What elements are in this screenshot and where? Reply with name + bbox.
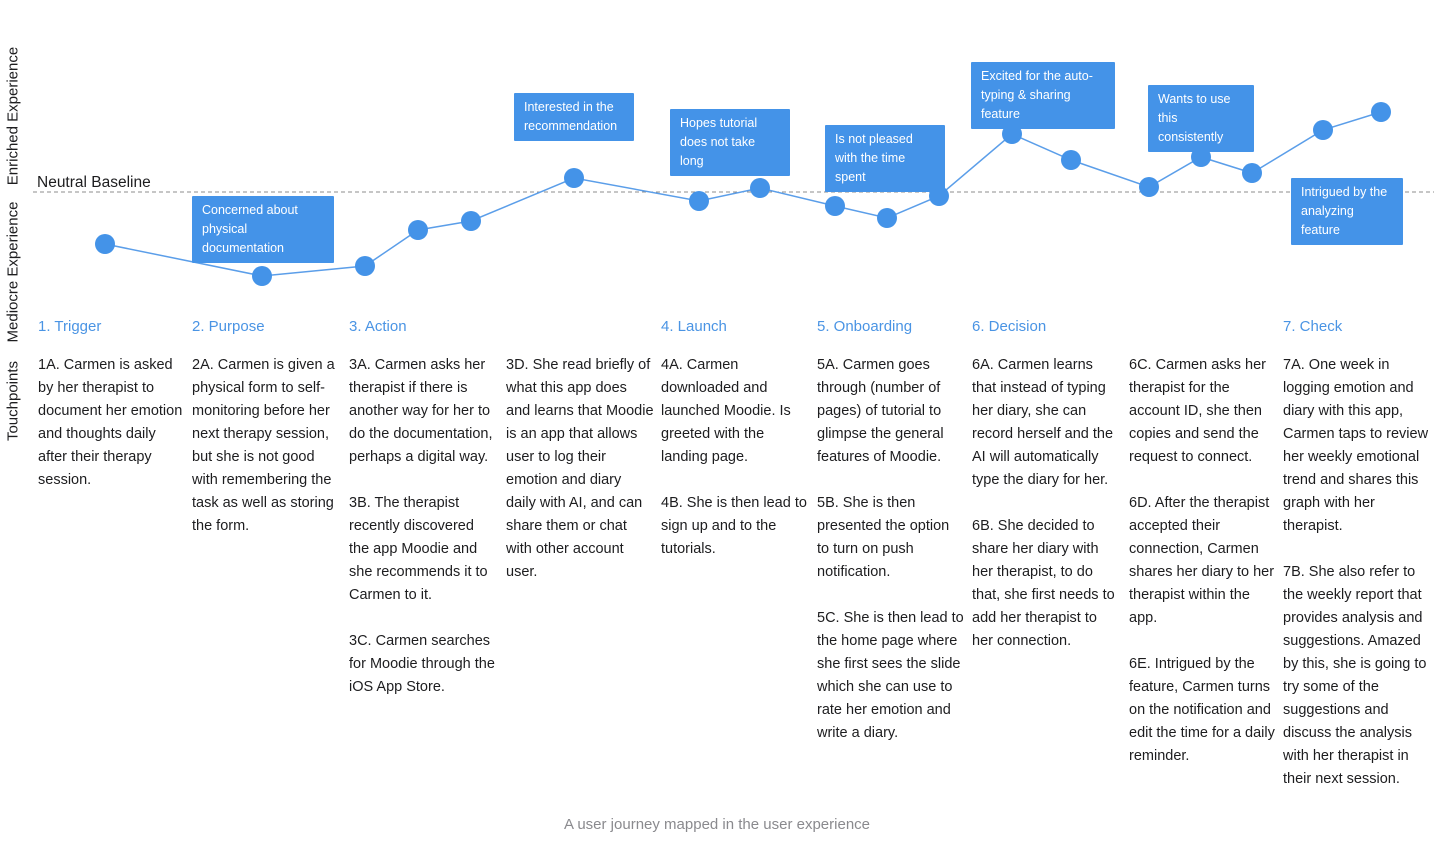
journey-data-point [825, 196, 845, 216]
touchpoint-3a: 3A. Carmen asks her therapist if there i… [349, 357, 493, 465]
callout-wants-consistency: Wants to use this consistently [1148, 85, 1254, 152]
touchpoint-3c: 3C. Carmen searches for Moodie through t… [349, 633, 495, 695]
stage-column-decision: 6. Decision 6A. Carmen learns that inste… [972, 318, 1120, 676]
journey-data-point [689, 191, 709, 211]
stage-column-check: 7. Check 7A. One week in logging emotion… [1283, 318, 1431, 814]
journey-data-point [750, 178, 770, 198]
stage-header-purpose: 2. Purpose [192, 318, 265, 335]
touchpoint-4b: 4B. She is then lead to sign up and to t… [661, 495, 807, 557]
touchpoint-2a: 2A. Carmen is given a physical form to s… [192, 357, 335, 534]
touchpoint-1a: 1A. Carmen is asked by her therapist to … [38, 357, 183, 488]
callout-concerned-documentation: Concerned about physical documentation [192, 196, 334, 263]
journey-data-point [1371, 102, 1391, 122]
figure-caption: A user journey mapped in the user experi… [563, 816, 871, 833]
touchpoint-6d: 6D. After the therapist accepted their c… [1129, 495, 1275, 626]
touchpoint-6a: 6A. Carmen learns that instead of typing… [972, 357, 1114, 488]
stage-column-trigger: 1. Trigger 1A. Carmen is asked by her th… [38, 318, 186, 515]
stage-header-onboarding: 5. Onboarding [817, 318, 913, 335]
stage-header-action: 3. Action [349, 318, 407, 335]
touchpoint-5c: 5C. She is then lead to the home page wh… [817, 610, 964, 741]
touchpoint-7a: 7A. One week in logging emotion and diar… [1283, 357, 1429, 534]
callout-excited-autotyping: Excited for the auto-typing & sharing fe… [971, 62, 1115, 129]
touchpoint-5b: 5B. She is then presented the option to … [817, 495, 950, 580]
journey-data-point [355, 256, 375, 276]
callout-hopes-tutorial: Hopes tutorial does not take long [670, 109, 790, 176]
journey-data-point [95, 234, 115, 254]
journey-line-chart [33, 102, 1434, 286]
stage-header-trigger: 1. Trigger [38, 318, 102, 335]
journey-data-point [1139, 177, 1159, 197]
journey-data-point [252, 266, 272, 286]
touchpoint-6b: 6B. She decided to share her diary with … [972, 518, 1115, 649]
stage-column-decision-continued: 6C. Carmen asks her therapist for the ac… [1129, 318, 1277, 791]
callout-interested-recommendation: Interested in the recommendation [514, 93, 634, 141]
touchpoint-6c: 6C. Carmen asks her therapist for the ac… [1129, 357, 1266, 465]
stage-header-check: 7. Check [1283, 318, 1343, 335]
touchpoint-3d: 3D. She read briefly of what this app do… [506, 357, 654, 580]
stage-column-launch: 4. Launch 4A. Carmen downloaded and laun… [661, 318, 809, 584]
journey-data-point [1191, 147, 1211, 167]
stage-column-purpose: 2. Purpose 2A. Carmen is given a physica… [192, 318, 340, 561]
stage-column-action-continued: 3D. She read briefly of what this app do… [506, 318, 654, 607]
journey-data-point [1061, 150, 1081, 170]
journey-data-point [408, 220, 428, 240]
touchpoint-3b: 3B. The therapist recently discovered th… [349, 495, 488, 603]
touchpoint-4a: 4A. Carmen downloaded and launched Moodi… [661, 357, 791, 465]
stage-header-decision: 6. Decision [972, 318, 1047, 335]
callout-not-pleased-time: Is not pleased with the time spent [825, 125, 945, 192]
journey-data-point [1002, 124, 1022, 144]
touchpoint-6e: 6E. Intrigued by the feature, Carmen tur… [1129, 656, 1275, 764]
axis-label-touchpoints: Touchpoints [4, 360, 22, 442]
stage-header-empty [506, 318, 654, 336]
stage-header-empty [1129, 318, 1277, 336]
journey-data-point [461, 211, 481, 231]
touchpoint-7b: 7B. She also refer to the weekly report … [1283, 564, 1427, 787]
touchpoint-5a: 5A. Carmen goes through (number of pages… [817, 357, 944, 465]
journey-data-point [564, 168, 584, 188]
stage-column-onboarding: 5. Onboarding 5A. Carmen goes through (n… [817, 318, 965, 768]
neutral-baseline-label: Neutral Baseline [37, 174, 151, 191]
stage-header-launch: 4. Launch [661, 318, 727, 335]
journey-data-point [877, 208, 897, 228]
journey-data-point [1313, 120, 1333, 140]
journey-data-point [1242, 163, 1262, 183]
stage-column-action: 3. Action 3A. Carmen asks her therapist … [349, 318, 497, 722]
callout-intrigued-analyzing: Intrigued by the analyzing feature [1291, 178, 1403, 245]
